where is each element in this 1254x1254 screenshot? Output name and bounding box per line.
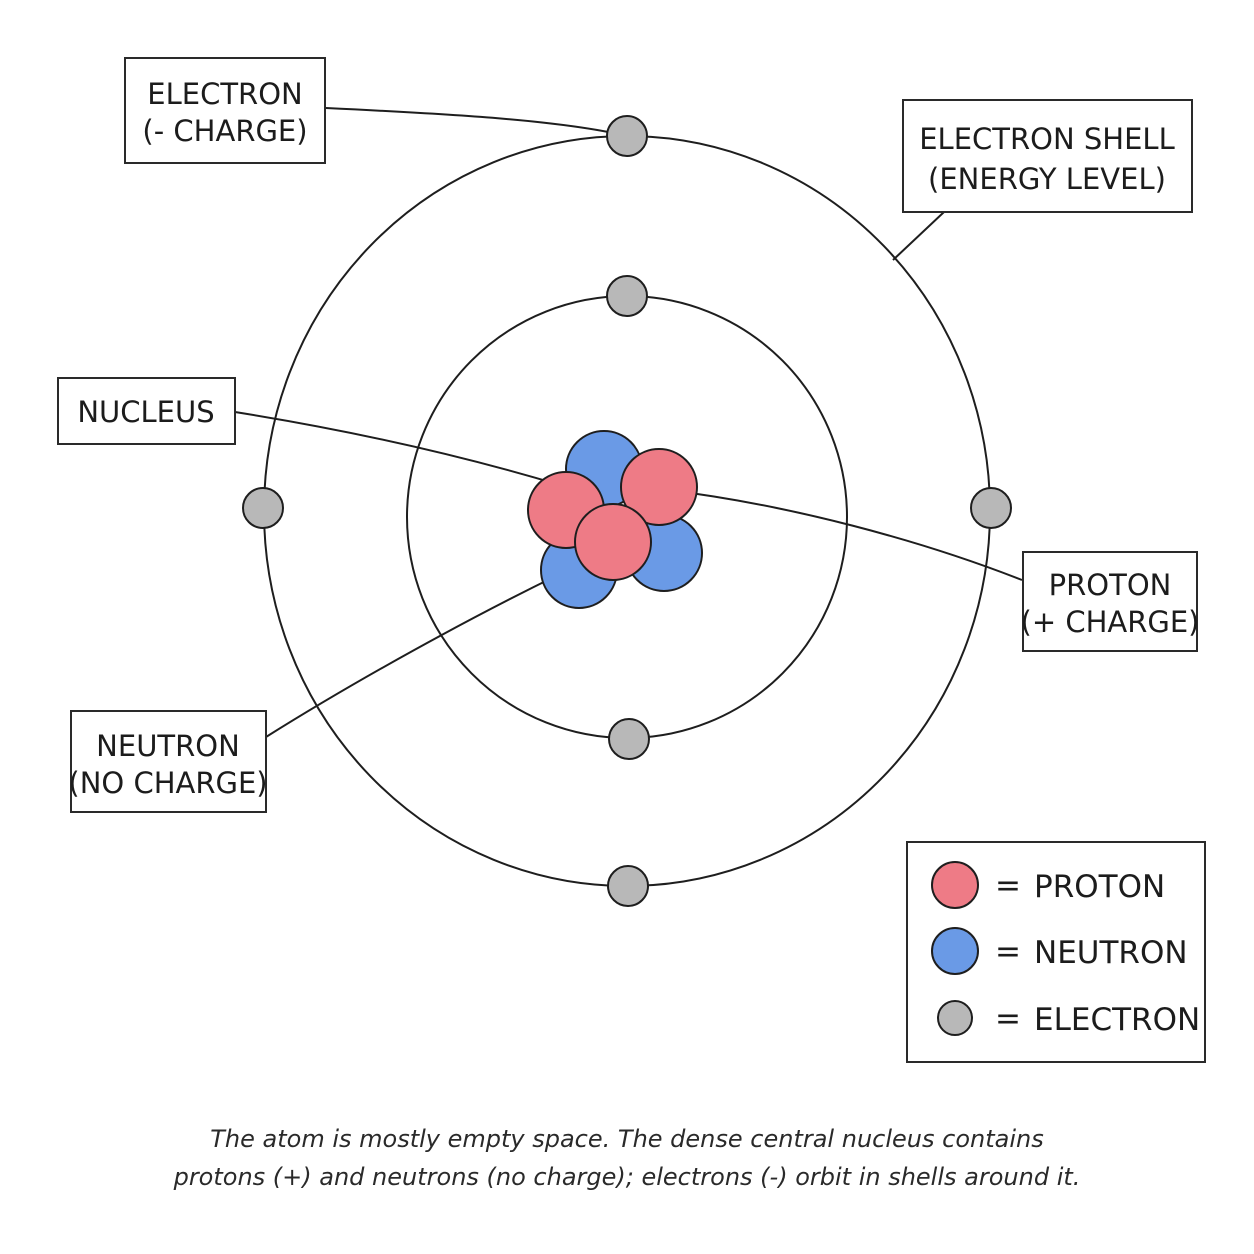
legend-neutron-equals: = <box>995 934 1021 970</box>
electron-outer-right <box>970 487 1012 529</box>
label-proton-box <box>1022 551 1198 652</box>
label-electron-line1: ELECTRON <box>147 77 302 111</box>
label-neutron-box <box>70 710 267 813</box>
label-neutron: NEUTRON (NO CHARGE) <box>68 710 268 813</box>
label-nucleus-box <box>57 377 236 445</box>
label-electron-shell-box <box>902 99 1193 213</box>
label-nucleus: NUCLEUS <box>57 377 236 445</box>
label-proton: PROTON (+ CHARGE) <box>1021 551 1200 652</box>
electron-outer-top <box>606 115 648 157</box>
proton-particle-center <box>574 503 652 581</box>
leader-electron-shell <box>892 211 945 261</box>
electron-outer-bottom <box>607 865 649 907</box>
caption: The atom is mostly empty space. The dens… <box>173 1125 1081 1191</box>
label-neutron-line1: NEUTRON <box>96 729 240 763</box>
label-nucleus-line1: NUCLEUS <box>77 395 214 429</box>
label-electron-line2: (- CHARGE) <box>142 114 307 148</box>
label-electron-box <box>124 57 326 164</box>
caption-line2: protons (+) and neutrons (no charge); el… <box>173 1163 1081 1191</box>
proton-particle-right <box>620 448 698 526</box>
electron-outer-left <box>242 487 284 529</box>
leader-electron <box>325 107 628 137</box>
label-proton-line1: PROTON <box>1049 568 1172 602</box>
electron-inner-bottom <box>608 718 650 760</box>
label-electron-shell-line2: (ENERGY LEVEL) <box>928 162 1166 196</box>
legend-electron-equals: = <box>995 1001 1021 1037</box>
label-electron-shell-line1: ELECTRON SHELL <box>919 122 1175 156</box>
leader-nucleus <box>234 411 561 486</box>
label-electron-shell: ELECTRON SHELL (ENERGY LEVEL) <box>902 99 1193 213</box>
legend-proton-label: PROTON <box>1034 869 1165 905</box>
legend: = PROTON = NEUTRON = ELECTRON <box>906 841 1206 1063</box>
caption-line1: The atom is mostly empty space. The dens… <box>210 1125 1043 1153</box>
label-proton-line2: (+ CHARGE) <box>1021 605 1200 639</box>
label-neutron-line2: (NO CHARGE) <box>68 766 267 800</box>
legend-proton-equals: = <box>995 868 1021 904</box>
electron-inner-top <box>606 275 648 317</box>
label-electron: ELECTRON (- CHARGE) <box>124 57 326 164</box>
leader-proton <box>667 489 1023 581</box>
leader-neutron <box>265 573 561 738</box>
legend-electron-swatch <box>937 1000 973 1036</box>
nucleus <box>527 430 703 609</box>
legend-proton-swatch <box>931 861 979 909</box>
legend-electron-label: ELECTRON <box>1034 1002 1200 1038</box>
legend-neutron-label: NEUTRON <box>1034 935 1188 971</box>
legend-neutron-swatch <box>931 927 979 975</box>
